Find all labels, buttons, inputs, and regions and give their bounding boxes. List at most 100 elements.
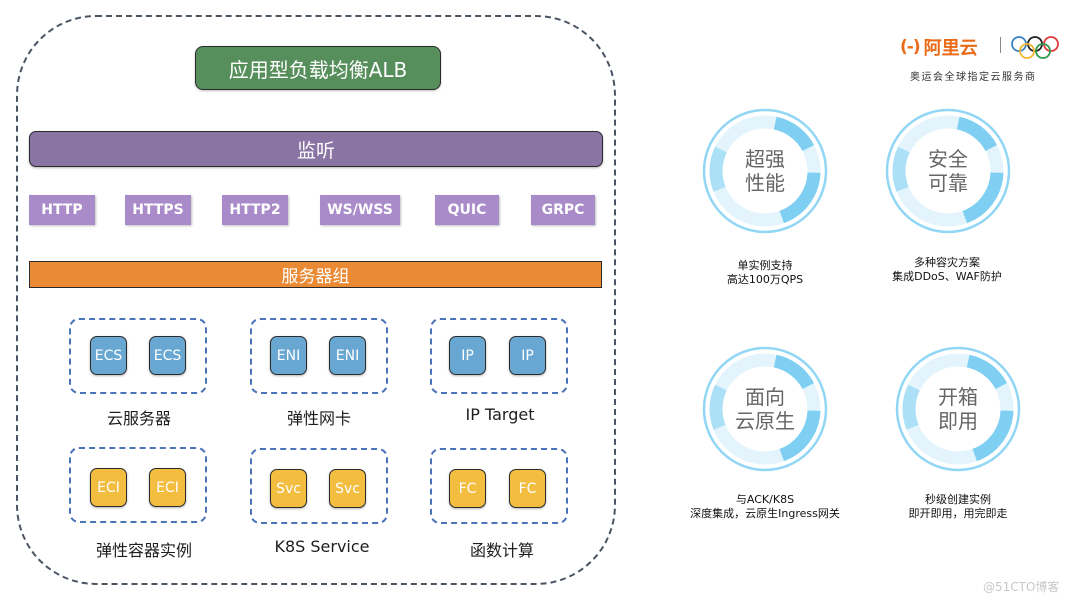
protocol-http2: HTTP2 xyxy=(222,195,288,225)
logo-subtitle: 奥运会全球指定云服务商 xyxy=(910,72,1037,83)
ring-segment xyxy=(773,116,815,152)
node-label: ECS xyxy=(153,347,182,364)
ring-segment xyxy=(956,116,998,152)
feature-title: 面向 云原生 xyxy=(700,344,830,474)
feature-desc-cloud-native: 与ACK/K8S 深度集成，云原生Ingress网关 xyxy=(665,493,865,521)
node-fc: FC xyxy=(449,469,486,508)
feature-desc-line: 高达100万QPS xyxy=(726,273,804,286)
protocol-label: WS/WSS xyxy=(327,202,393,218)
feature-desc-ready-to-use: 秒级创建实例 即开即用，用完即走 xyxy=(858,493,1058,521)
protocol-label: QUIC xyxy=(447,202,487,218)
progress-ring-icon xyxy=(895,346,1021,472)
feature-title: 超强 性能 xyxy=(700,106,830,236)
node-label: ECI xyxy=(156,479,179,496)
ring-segment xyxy=(972,410,1014,462)
node-label: Svc xyxy=(335,480,360,497)
group-box-ip xyxy=(430,318,568,394)
alb-container-frame xyxy=(16,15,616,585)
progress-ring-icon xyxy=(702,346,828,472)
server-group-label: 服务器组 xyxy=(281,267,350,287)
feature-title-line: 超强 xyxy=(745,147,785,171)
node-ecs: ECS xyxy=(149,336,186,375)
ring-segment xyxy=(902,384,920,430)
ring-outer xyxy=(895,346,1021,472)
ring-segment xyxy=(892,146,910,192)
aliyun-logo: (-) 阿里云 奥运会全球指定云服务商 xyxy=(900,34,1070,84)
feature-title-line: 面向 xyxy=(745,385,785,409)
ring-segment xyxy=(779,172,821,224)
feature-title: 开箱 即用 xyxy=(893,344,1023,474)
protocol-label: HTTP xyxy=(41,202,83,218)
group-label-ip-target: IP Target xyxy=(465,405,535,424)
group-box-fc xyxy=(430,448,568,524)
node-label: ENI xyxy=(335,347,360,364)
feature-title: 安全 可靠 xyxy=(883,106,1013,236)
listener-label: 监听 xyxy=(296,139,335,162)
feature-desc-line: 与ACK/K8S xyxy=(735,493,795,506)
feature-desc-line: 秒级创建实例 xyxy=(925,493,991,506)
group-box-ecs xyxy=(69,318,207,394)
protocol-grpc: GRPC xyxy=(531,195,595,225)
progress-ring-icon xyxy=(702,108,828,234)
group-label-ecs: 云服务器 xyxy=(106,409,171,428)
logo-divider xyxy=(1000,37,1001,53)
feature-ring-performance: 超强 性能 xyxy=(700,106,830,236)
ring-segment xyxy=(773,354,815,390)
ring-segment xyxy=(962,172,1004,224)
protocol-label: HTTP2 xyxy=(229,202,281,218)
node-label: ENI xyxy=(276,347,301,364)
aliyun-bracket-icon: (-) xyxy=(900,37,921,57)
ring-segment xyxy=(779,410,821,462)
node-fc: FC xyxy=(509,469,546,508)
ring-segment xyxy=(966,354,1008,390)
protocol-https: HTTPS xyxy=(125,195,191,225)
feature-title-line: 性能 xyxy=(745,171,785,195)
feature-title-line: 即用 xyxy=(938,409,978,433)
node-eni: ENI xyxy=(329,336,366,375)
logo-brand: (-) 阿里云 xyxy=(900,34,978,60)
node-eci: ECI xyxy=(90,468,127,507)
group-label-eni: 弹性网卡 xyxy=(286,409,351,428)
node-svc: Svc xyxy=(270,469,307,508)
feature-title-line: 可靠 xyxy=(928,171,968,195)
node-eci: ECI xyxy=(149,468,186,507)
node-label: IP xyxy=(521,347,534,364)
node-label: Svc xyxy=(276,480,301,497)
node-label: FC xyxy=(458,480,477,497)
olympic-rings-icon xyxy=(1011,36,1059,59)
ring-segment xyxy=(709,146,727,192)
group-label-k8s-service: K8S Service xyxy=(274,537,370,556)
logo-brand-text: 阿里云 xyxy=(923,38,978,59)
node-ip: IP xyxy=(449,336,486,375)
protocol-http: HTTP xyxy=(29,195,95,225)
node-label: IP xyxy=(461,347,474,364)
node-label: FC xyxy=(518,480,537,497)
ring-outer xyxy=(702,108,828,234)
server-group-bar: 服务器组 xyxy=(29,261,602,288)
node-eni: ENI xyxy=(270,336,307,375)
feature-desc-line: 集成DDoS、WAF防护 xyxy=(892,270,1002,283)
group-label-eci: 弹性容器实例 xyxy=(95,541,192,560)
feature-ring-security: 安全 可靠 xyxy=(883,106,1013,236)
feature-desc-performance: 单实例支持 高达100万QPS xyxy=(665,259,865,287)
protocol-ws-wss: WS/WSS xyxy=(320,195,400,225)
feature-title-line: 开箱 xyxy=(938,385,978,409)
watermark: @51CTO博客 xyxy=(983,580,1060,594)
alb-title-box: 应用型负载均衡ALB xyxy=(195,46,441,90)
progress-ring-icon xyxy=(885,108,1011,234)
feature-desc-security: 多种容灾方案 集成DDoS、WAF防护 xyxy=(847,256,1047,284)
ring-segment xyxy=(709,384,727,430)
alb-title-text: 应用型负载均衡ALB xyxy=(228,57,408,82)
feature-desc-line: 单实例支持 xyxy=(737,259,793,272)
protocol-label: HTTPS xyxy=(132,202,184,218)
node-label: ECS xyxy=(94,347,123,364)
ring-outer xyxy=(702,346,828,472)
protocol-quic: QUIC xyxy=(435,195,499,225)
feature-ring-ready-to-use: 开箱 即用 xyxy=(893,344,1023,474)
feature-desc-line: 即开即用，用完即走 xyxy=(908,507,1008,520)
node-ecs: ECS xyxy=(90,336,127,375)
listener-bar: 监听 xyxy=(29,131,603,167)
feature-ring-cloud-native: 面向 云原生 xyxy=(700,344,830,474)
feature-desc-line: 多种容灾方案 xyxy=(914,256,980,269)
ring-outer xyxy=(885,108,1011,234)
